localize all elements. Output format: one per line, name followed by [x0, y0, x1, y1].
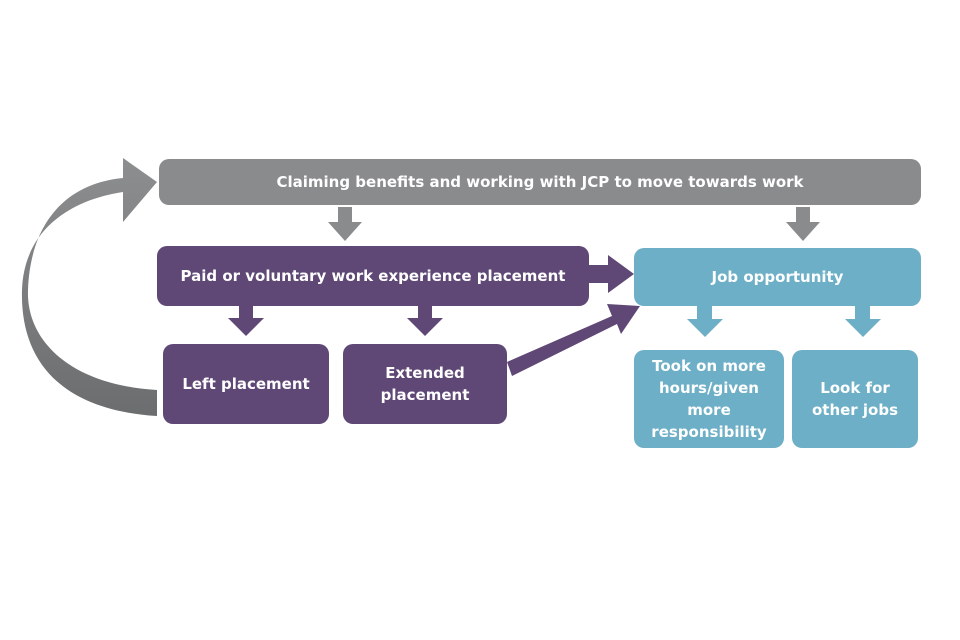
node-extended-placement-label: Extended placement [380, 364, 470, 404]
loop-back-arrow [21, 158, 157, 416]
node-other-jobs: Look for other jobs [792, 350, 918, 448]
node-other-jobs-label: Look for other jobs [811, 379, 899, 419]
arrow-claiming-to-job [786, 207, 820, 241]
arrow-placement-to-extended [407, 306, 443, 336]
node-claiming-benefits: Claiming benefits and working with JCP t… [159, 159, 921, 205]
arrow-job-to-other-jobs [845, 306, 881, 337]
node-claiming-benefits-label: Claiming benefits and working with JCP t… [276, 173, 804, 191]
arrow-extended-to-job [507, 304, 640, 376]
node-job-opportunity-label: Job opportunity [711, 268, 844, 286]
arrow-claiming-to-placement [328, 207, 362, 241]
node-work-placement-label: Paid or voluntary work experience placem… [180, 267, 566, 285]
node-job-opportunity: Job opportunity [634, 248, 921, 306]
arrow-job-to-more-hours [687, 306, 723, 337]
arrow-placement-to-left [228, 306, 264, 336]
node-more-hours-label: Took on more hours/given more responsibi… [651, 357, 767, 441]
node-more-hours: Took on more hours/given more responsibi… [634, 350, 784, 448]
node-extended-placement: Extended placement [343, 344, 507, 424]
node-left-placement-label: Left placement [182, 375, 310, 393]
node-left-placement: Left placement [163, 344, 329, 424]
node-work-placement: Paid or voluntary work experience placem… [157, 246, 589, 306]
arrow-placement-to-job [589, 255, 634, 293]
